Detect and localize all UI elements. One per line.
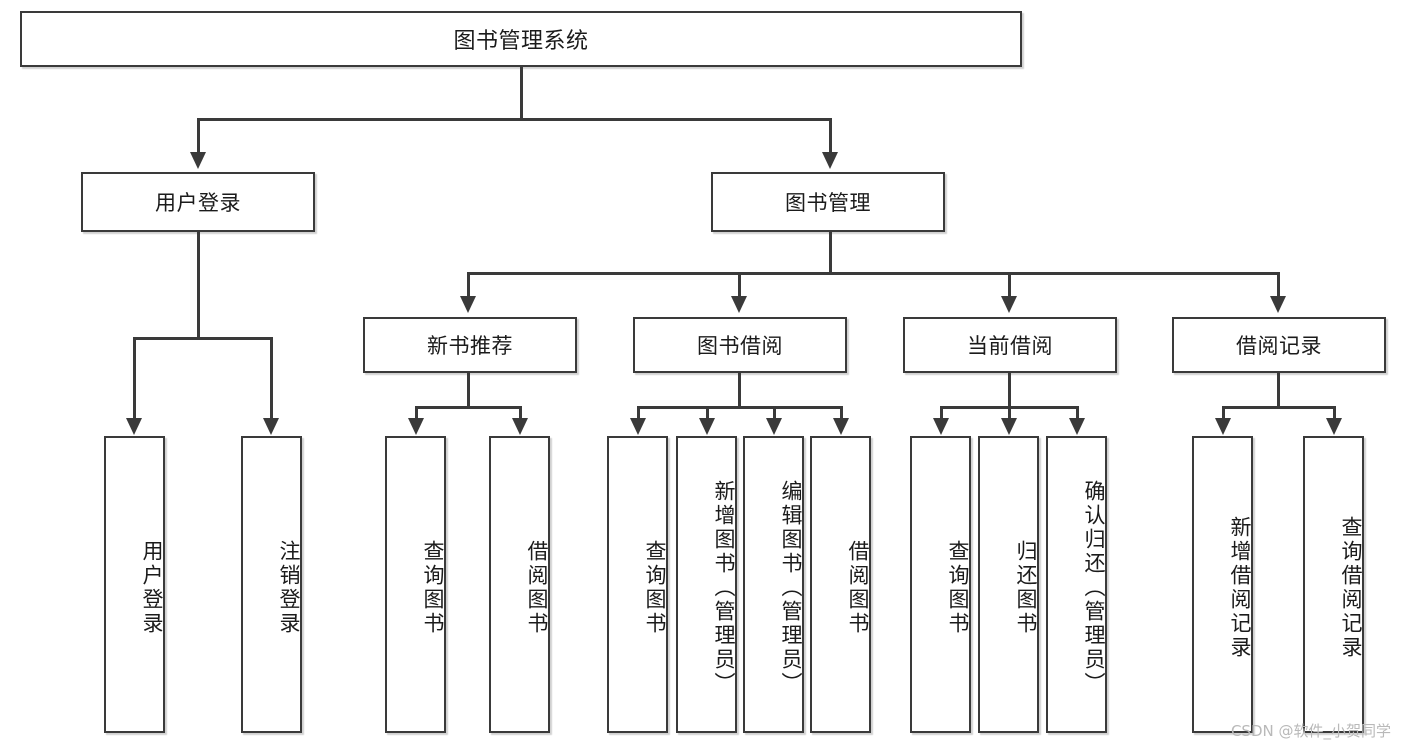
arrow-to-bb-add [699, 418, 715, 435]
node-label: 查询借阅记录 [1339, 515, 1363, 660]
node-label: 确认归还（管理员） [1082, 479, 1106, 696]
connector-user-login-stem [197, 232, 200, 337]
connector-drop-borrow-record [1277, 272, 1280, 297]
leaf-nb-query-book[interactable]: 查询图书 [385, 436, 446, 733]
connector-user-login-bus [133, 337, 272, 340]
connector-drop-user-login [197, 118, 200, 153]
connector-drop-br-query [1333, 406, 1336, 419]
connector-borrow-record-stem [1277, 373, 1280, 406]
node-label: 查询图书 [643, 539, 667, 636]
arrow-to-nb-borrow [512, 418, 528, 435]
arrow-to-cb-return [1001, 418, 1017, 435]
node-label: 借阅图书 [525, 539, 549, 636]
node-new-book-recommend[interactable]: 新书推荐 [363, 317, 577, 373]
leaf-br-query-record[interactable]: 查询借阅记录 [1303, 436, 1364, 733]
connector-drop-book-borrow [738, 272, 741, 297]
connector-new-book-bus [415, 406, 522, 409]
leaf-bb-query-book[interactable]: 查询图书 [607, 436, 668, 733]
connector-drop-nb-borrow [519, 406, 522, 419]
connector-drop-cb-return [1008, 406, 1011, 419]
node-label: 图书管理 [785, 191, 871, 215]
connector-book-borrow-bus [637, 406, 842, 409]
arrow-to-leaf-logout [263, 418, 279, 435]
arrow-to-cb-confirm [1069, 418, 1085, 435]
node-label: 借阅图书 [846, 539, 870, 636]
leaf-bb-add-book-admin[interactable]: 新增图书（管理员） [676, 436, 737, 733]
arrow-to-new-book [460, 296, 476, 313]
leaf-logout[interactable]: 注销登录 [241, 436, 302, 733]
connector-drop-current-borrow [1008, 272, 1011, 297]
arrow-to-current-borrow [1001, 296, 1017, 313]
connector-drop-leaf-logout [270, 337, 273, 419]
arrow-to-cb-query [933, 418, 949, 435]
node-label: 新增借阅记录 [1228, 515, 1252, 660]
connector-level2-bus [197, 118, 831, 121]
arrow-to-bb-borrow [833, 418, 849, 435]
node-book-management[interactable]: 图书管理 [711, 172, 945, 232]
arrow-to-user-login [190, 152, 206, 169]
leaf-cb-confirm-return-admin[interactable]: 确认归还（管理员） [1046, 436, 1107, 733]
node-root-book-management-system[interactable]: 图书管理系统 [20, 11, 1022, 67]
connector-drop-cb-query [940, 406, 943, 419]
node-label: 编辑图书（管理员） [779, 479, 803, 696]
node-label: 查询图书 [421, 539, 445, 636]
arrow-to-leaf-user-login [126, 418, 142, 435]
node-label: 图书管理系统 [453, 29, 589, 54]
arrow-to-br-query [1326, 418, 1342, 435]
connector-new-book-stem [467, 373, 470, 406]
node-label: 图书借阅 [697, 334, 783, 358]
connector-level3-bus [467, 272, 1279, 275]
node-borrow-record[interactable]: 借阅记录 [1172, 317, 1386, 373]
leaf-bb-edit-book-admin[interactable]: 编辑图书（管理员） [743, 436, 804, 733]
connector-drop-cb-confirm [1076, 406, 1079, 419]
connector-root-stem [520, 67, 523, 118]
connector-drop-bb-borrow [840, 406, 843, 419]
connector-book-management-stem [829, 232, 832, 272]
node-label: 查询图书 [946, 539, 970, 636]
leaf-br-add-record[interactable]: 新增借阅记录 [1192, 436, 1253, 733]
connector-drop-nb-query [415, 406, 418, 419]
node-book-borrow[interactable]: 图书借阅 [633, 317, 847, 373]
connector-current-borrow-stem [1008, 373, 1011, 406]
arrow-to-book-management [822, 152, 838, 169]
leaf-cb-return-book[interactable]: 归还图书 [978, 436, 1039, 733]
node-label: 归还图书 [1014, 539, 1038, 636]
node-label: 借阅记录 [1236, 334, 1322, 358]
leaf-nb-borrow-book[interactable]: 借阅图书 [489, 436, 550, 733]
node-label: 新书推荐 [427, 334, 513, 358]
arrow-to-borrow-record [1270, 296, 1286, 313]
leaf-user-login[interactable]: 用户登录 [104, 436, 165, 733]
arrow-to-bb-edit [766, 418, 782, 435]
node-label: 当前借阅 [967, 334, 1053, 358]
node-user-login[interactable]: 用户登录 [81, 172, 315, 232]
connector-drop-leaf-user-login [133, 337, 136, 419]
leaf-cb-query-book[interactable]: 查询图书 [910, 436, 971, 733]
node-label: 用户登录 [155, 191, 241, 215]
connector-drop-bb-add [706, 406, 709, 419]
connector-drop-book-management [829, 118, 832, 153]
arrow-to-bb-query [630, 418, 646, 435]
connector-book-borrow-stem [738, 373, 741, 406]
node-label: 用户登录 [140, 539, 164, 636]
connector-drop-br-add [1222, 406, 1225, 419]
connector-drop-new-book [467, 272, 470, 297]
arrow-to-nb-query [408, 418, 424, 435]
node-label: 新增图书（管理员） [712, 479, 736, 696]
connector-drop-bb-query [637, 406, 640, 419]
leaf-bb-borrow-book[interactable]: 借阅图书 [810, 436, 871, 733]
arrow-to-br-add [1215, 418, 1231, 435]
node-current-borrow[interactable]: 当前借阅 [903, 317, 1117, 373]
connector-borrow-record-bus [1222, 406, 1335, 409]
watermark-csdn: CSDN @软件_小贺同学 [1230, 722, 1391, 740]
node-label: 注销登录 [277, 539, 301, 636]
arrow-to-book-borrow [731, 296, 747, 313]
connector-drop-bb-edit [773, 406, 776, 419]
